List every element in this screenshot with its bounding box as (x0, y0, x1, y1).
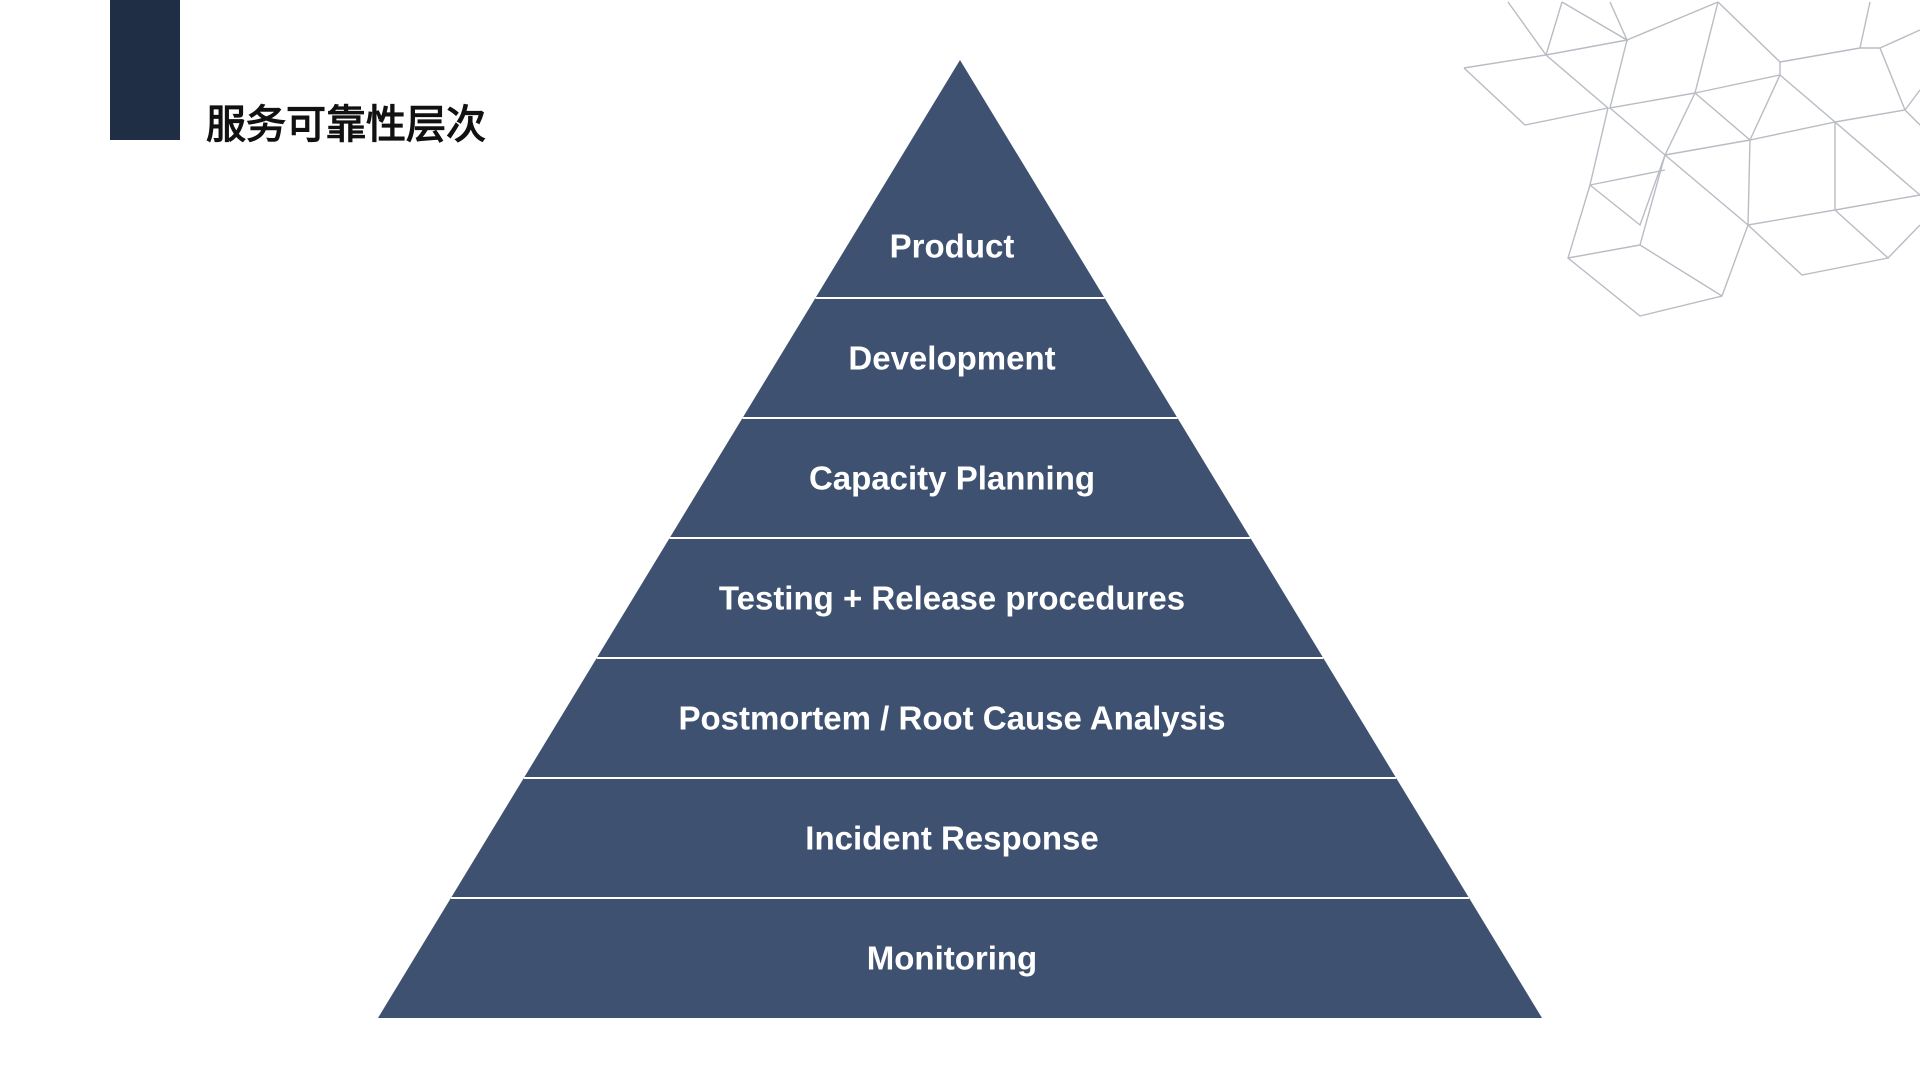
wireframe-cubes-icon (1463, 1, 1920, 317)
pyramid-level-label: Monitoring (867, 940, 1037, 977)
pyramid-level-label: Capacity Planning (809, 460, 1095, 497)
pyramid-level-label: Postmortem / Root Cause Analysis (678, 700, 1225, 737)
pyramid-level-label: Incident Response (805, 820, 1098, 857)
slide-title: 服务可靠性层次 (206, 102, 486, 148)
pyramid-level-label: Development (848, 340, 1055, 377)
pyramid-level-label: Product (890, 228, 1015, 265)
title-accent-bar (110, 0, 180, 140)
pyramid-level-label: Testing + Release procedures (719, 580, 1185, 617)
